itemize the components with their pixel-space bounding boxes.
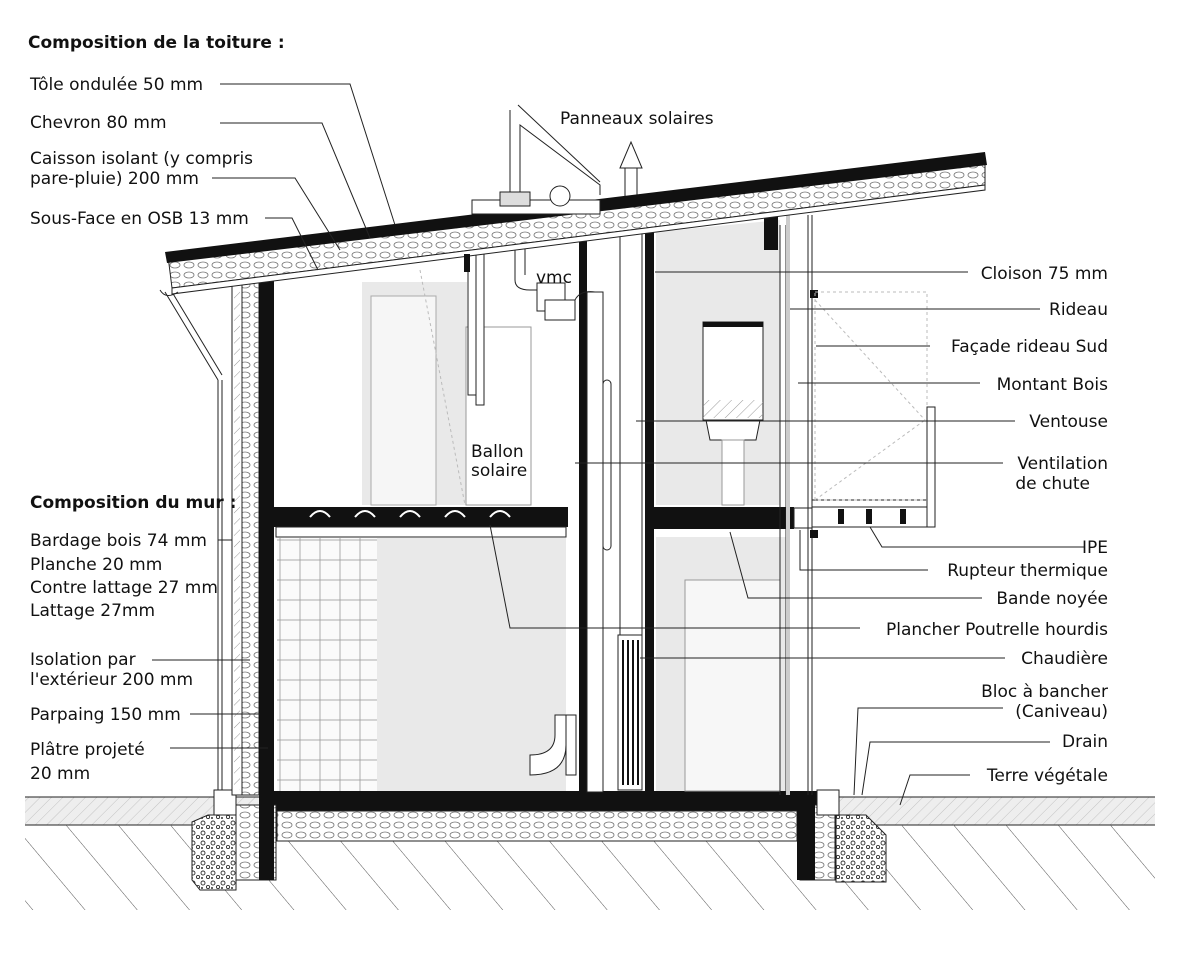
label-embedded-band: Bande noyée <box>996 589 1108 609</box>
label-flue: Ventouse <box>1029 412 1108 432</box>
label-vmc: vmc <box>536 268 572 288</box>
roof-layer-insulated-box-1: Caisson isolant (y compris <box>30 149 253 169</box>
roof <box>159 152 987 296</box>
label-thermal-break: Rupteur thermique <box>947 561 1108 581</box>
roof-layer-insulated-box-2: pare-pluie) 200 mm <box>30 169 199 189</box>
label-topsoil: Terre végétale <box>986 766 1108 786</box>
label-stack-vent-2: de chute <box>1015 474 1090 494</box>
labels: Composition de la toiture : Tôle ondulée… <box>28 33 1108 786</box>
label-formwork-block-2: (Caniveau) <box>1015 702 1108 722</box>
label-solar-tank-1: Ballon <box>471 442 524 462</box>
interior <box>276 220 786 792</box>
wall-layer-block: Parpaing 150 mm <box>30 705 181 725</box>
label-boiler: Chaudière <box>1021 649 1108 669</box>
label-ipe: IPE <box>1082 538 1108 558</box>
label-curtain: Rideau <box>1049 300 1108 320</box>
interior-walls <box>579 215 778 791</box>
roof-heading: Composition de la toiture : <box>28 33 285 53</box>
wall-heading: Composition du mur : <box>30 493 236 513</box>
label-partition: Cloison 75 mm <box>981 264 1108 284</box>
leader-lines <box>152 83 1085 806</box>
solar-panels <box>471 104 601 215</box>
label-wood-mullion: Montant Bois <box>997 375 1109 395</box>
wall-layer-board: Planche 20 mm <box>30 555 162 575</box>
wall-layer-cladding: Bardage bois 74 mm <box>30 531 207 551</box>
foundation-gravel <box>191 814 887 891</box>
label-solar-tank-2: solaire <box>471 461 527 481</box>
roof-layer-osb: Sous-Face en OSB 13 mm <box>30 209 249 229</box>
south-facade <box>779 215 936 795</box>
ground-slab <box>213 789 840 881</box>
wall-layer-plaster-1: Plâtre projeté <box>30 740 145 760</box>
label-solar-panels: Panneaux solaires <box>560 109 714 129</box>
label-stack-vent-1: Ventilation <box>1017 454 1108 474</box>
wall-layer-insulation-2: l'extérieur 200 mm <box>30 670 193 690</box>
label-south-curtain-wall: Façade rideau Sud <box>951 337 1108 357</box>
label-formwork-block-1: Bloc à bancher <box>981 682 1108 702</box>
roof-layer-rafter: Chevron 80 mm <box>30 113 167 133</box>
wall-layer-battens: Lattage 27mm <box>30 601 155 621</box>
roof-layer-corrugated-sheet: Tôle ondulée 50 mm <box>29 75 203 95</box>
wall-layer-counter-battens: Contre lattage 27 mm <box>30 578 218 598</box>
pipes <box>467 140 643 793</box>
label-drain: Drain <box>1062 732 1108 752</box>
label-beam-block-floor: Plancher Poutrelle hourdis <box>886 620 1108 640</box>
wall-layer-plaster-2: 20 mm <box>30 764 90 784</box>
wall-layer-insulation-1: Isolation par <box>30 650 136 670</box>
